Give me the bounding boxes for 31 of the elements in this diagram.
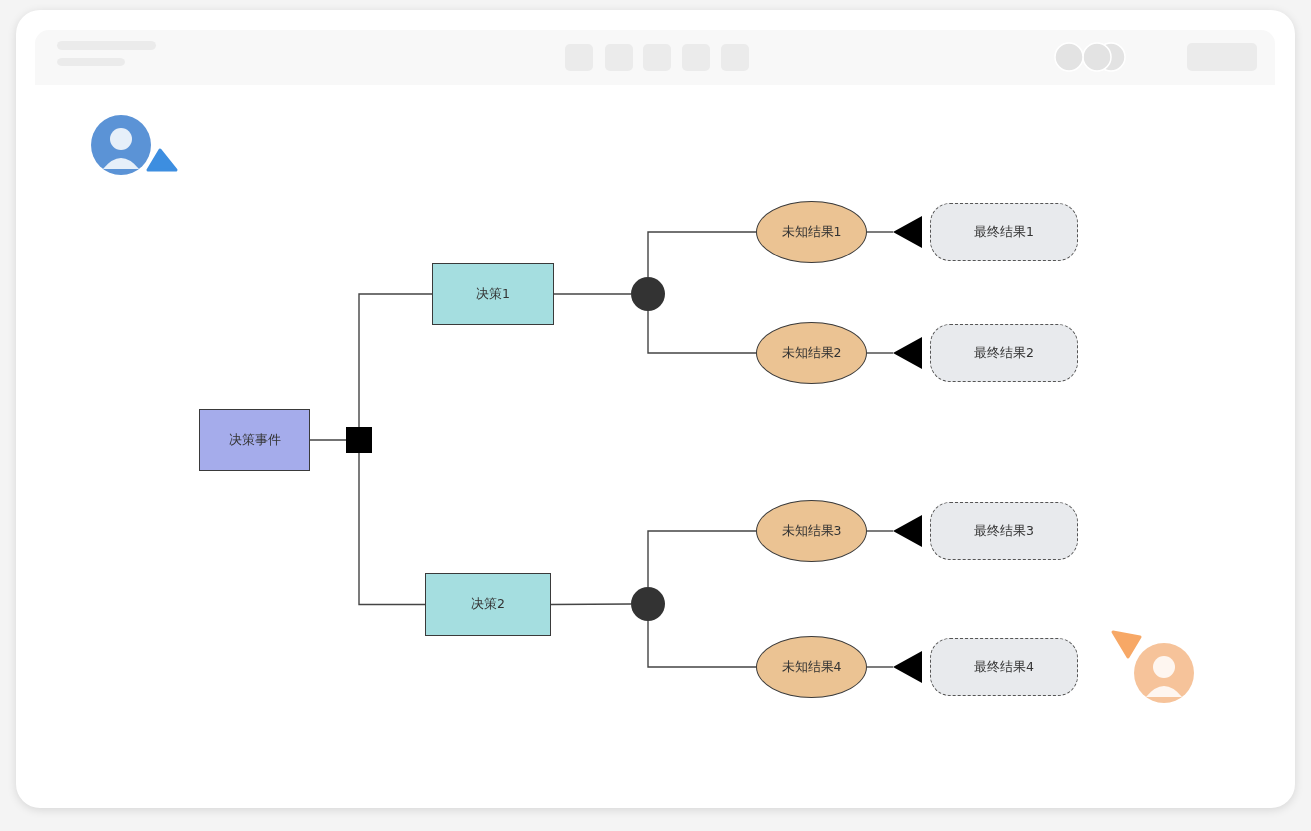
- connector-line: [358, 452, 426, 606]
- result-box: [930, 638, 1078, 696]
- connector-line: [553, 293, 632, 295]
- result-box: [930, 324, 1078, 382]
- connector-line: [866, 666, 894, 668]
- connector-line: [866, 352, 894, 354]
- node-label: 最终结果4: [974, 658, 1034, 676]
- node-label: 最终结果1: [974, 223, 1034, 241]
- node-label: 未知结果4: [781, 658, 842, 676]
- connector-line: [866, 530, 894, 532]
- node-label: 决策2: [471, 596, 505, 613]
- connector-line: [866, 231, 894, 233]
- decision-box: [432, 263, 554, 325]
- connector-line: [647, 310, 757, 354]
- node-label: 最终结果3: [974, 522, 1034, 540]
- decision-box: [199, 409, 310, 471]
- node-label: 决策1: [476, 285, 510, 303]
- connector-line: [647, 530, 757, 588]
- node-label: 未知结果2: [781, 344, 842, 362]
- node-label: 未知结果3: [781, 522, 842, 540]
- connector-line: [647, 231, 757, 278]
- connector-line: [309, 439, 347, 441]
- connector-line: [647, 620, 757, 668]
- result-box: [930, 502, 1078, 560]
- node-label: 未知结果1: [781, 223, 842, 241]
- node-label: 最终结果2: [974, 344, 1034, 362]
- connector-line: [358, 293, 433, 428]
- connector-line: [550, 603, 632, 606]
- node-label: 决策事件: [228, 431, 281, 449]
- result-box: [930, 203, 1078, 261]
- decision-box: [425, 573, 551, 636]
